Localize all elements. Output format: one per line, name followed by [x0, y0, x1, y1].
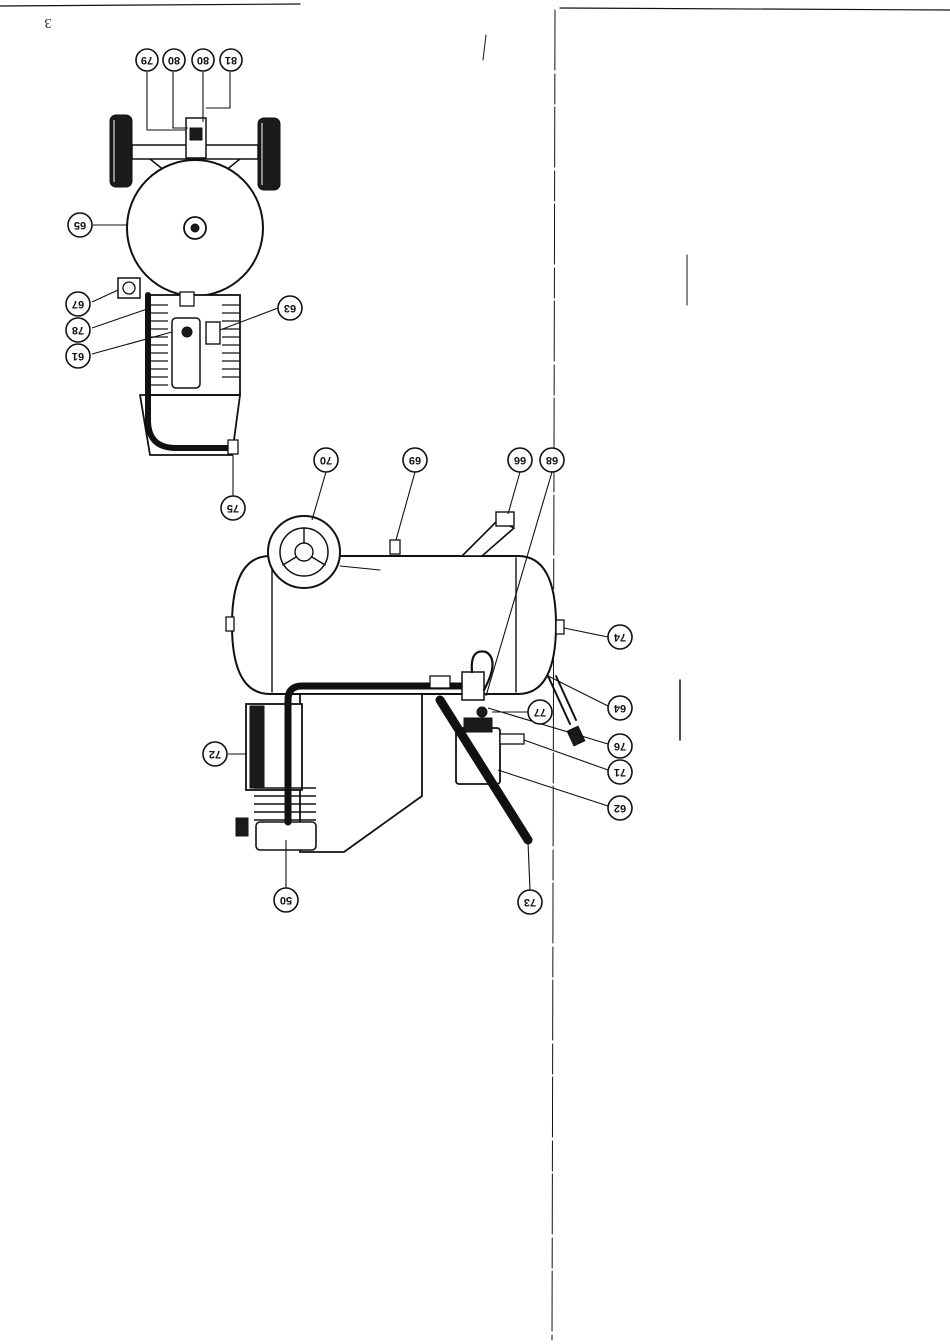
svg-text:62: 62 — [614, 802, 626, 814]
svg-text:81: 81 — [225, 54, 237, 66]
callout-61: 61 — [66, 344, 90, 368]
svg-text:75: 75 — [227, 502, 239, 514]
callout-62: 62 — [608, 796, 632, 820]
svg-text:68: 68 — [546, 454, 558, 466]
svg-text:69: 69 — [409, 454, 421, 466]
svg-text:76: 76 — [614, 740, 626, 752]
svg-text:50: 50 — [280, 894, 292, 906]
callout-73: 73 — [518, 890, 542, 914]
callout-77: 77 — [528, 700, 552, 724]
svg-text:63: 63 — [284, 302, 296, 314]
callout-63: 63 — [278, 296, 302, 320]
callout-64: 64 — [608, 696, 632, 720]
svg-text:80: 80 — [197, 54, 209, 66]
callout-65: 65 — [68, 213, 92, 237]
left-wheel — [110, 115, 132, 187]
svg-text:61: 61 — [72, 350, 84, 362]
callout-74: 74 — [608, 625, 632, 649]
callout-69: 69 — [403, 448, 427, 472]
svg-text:78: 78 — [72, 324, 84, 336]
svg-text:79: 79 — [141, 54, 153, 66]
svg-text:73: 73 — [524, 896, 536, 908]
callout-80: 80 — [163, 49, 185, 71]
callout-81: 81 — [220, 49, 242, 71]
svg-text:71: 71 — [614, 766, 626, 778]
callout-78: 78 — [66, 318, 90, 342]
top-view-compressor — [110, 115, 280, 455]
svg-text:72: 72 — [209, 748, 221, 760]
svg-text:70: 70 — [320, 454, 332, 466]
callout-71: 71 — [608, 760, 632, 784]
callout-66: 66 — [508, 448, 532, 472]
callout-67: 67 — [66, 292, 90, 316]
svg-text:80: 80 — [168, 54, 180, 66]
svg-text:67: 67 — [72, 298, 84, 310]
svg-text:64: 64 — [613, 702, 626, 714]
callout-72: 72 — [203, 742, 227, 766]
svg-text:65: 65 — [74, 219, 86, 231]
callout-80: 80 — [192, 49, 214, 71]
svg-text:74: 74 — [613, 631, 626, 643]
callout-75: 75 — [221, 496, 245, 520]
svg-text:77: 77 — [534, 706, 546, 718]
callout-50: 50 — [274, 888, 298, 912]
svg-text:66: 66 — [514, 454, 526, 466]
callout-70: 70 — [314, 448, 338, 472]
callout-68: 68 — [540, 448, 564, 472]
right-wheel — [258, 118, 280, 190]
callout-76: 76 — [608, 734, 632, 758]
side-view-compressor — [226, 512, 585, 852]
callout-79: 79 — [136, 49, 158, 71]
